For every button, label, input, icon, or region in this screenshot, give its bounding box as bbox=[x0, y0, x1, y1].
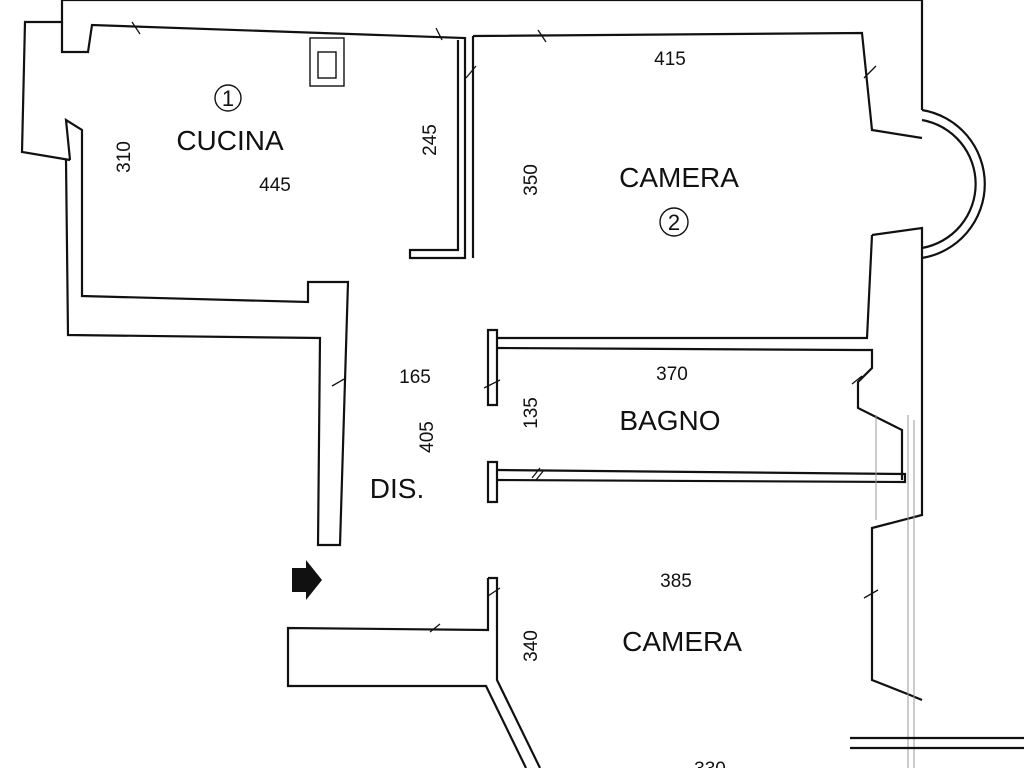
dim-cucina-width: 445 bbox=[259, 175, 291, 196]
room-label-cucina: CUCINA bbox=[176, 125, 284, 156]
dim-camera3-depth: 340 bbox=[521, 630, 542, 662]
dim-camera2-width: 415 bbox=[654, 49, 686, 70]
chimney-flue-icon bbox=[309, 37, 345, 87]
wall-ticks bbox=[131, 21, 879, 633]
svg-text:1: 1 bbox=[222, 86, 234, 111]
dim-camera3-width: 385 bbox=[660, 571, 692, 592]
dim-dis-depth: 405 bbox=[417, 421, 438, 453]
dim-cucina-niche: 245 bbox=[420, 124, 441, 156]
arrow-right-icon bbox=[292, 560, 322, 600]
dim-cucina-depth: 310 bbox=[114, 141, 135, 173]
dim-camera3-bottom: 330 bbox=[694, 759, 726, 768]
dim-bagno-depth: 135 bbox=[521, 397, 542, 429]
room-label-camera-3: CAMERA bbox=[622, 626, 742, 657]
room-number-2: 2 bbox=[659, 207, 689, 237]
room-number-1: 1 bbox=[214, 84, 242, 112]
room-label-bagno: BAGNO bbox=[619, 405, 720, 436]
dim-dis-width: 165 bbox=[399, 367, 431, 388]
dim-bagno-width: 370 bbox=[656, 364, 688, 385]
dim-camera2-depth: 350 bbox=[521, 164, 542, 196]
room-label-camera-2: CAMERA bbox=[619, 162, 739, 193]
svg-text:2: 2 bbox=[668, 210, 680, 235]
room-label-dis: DIS. bbox=[370, 473, 424, 504]
outer-walls bbox=[20, 0, 1024, 768]
